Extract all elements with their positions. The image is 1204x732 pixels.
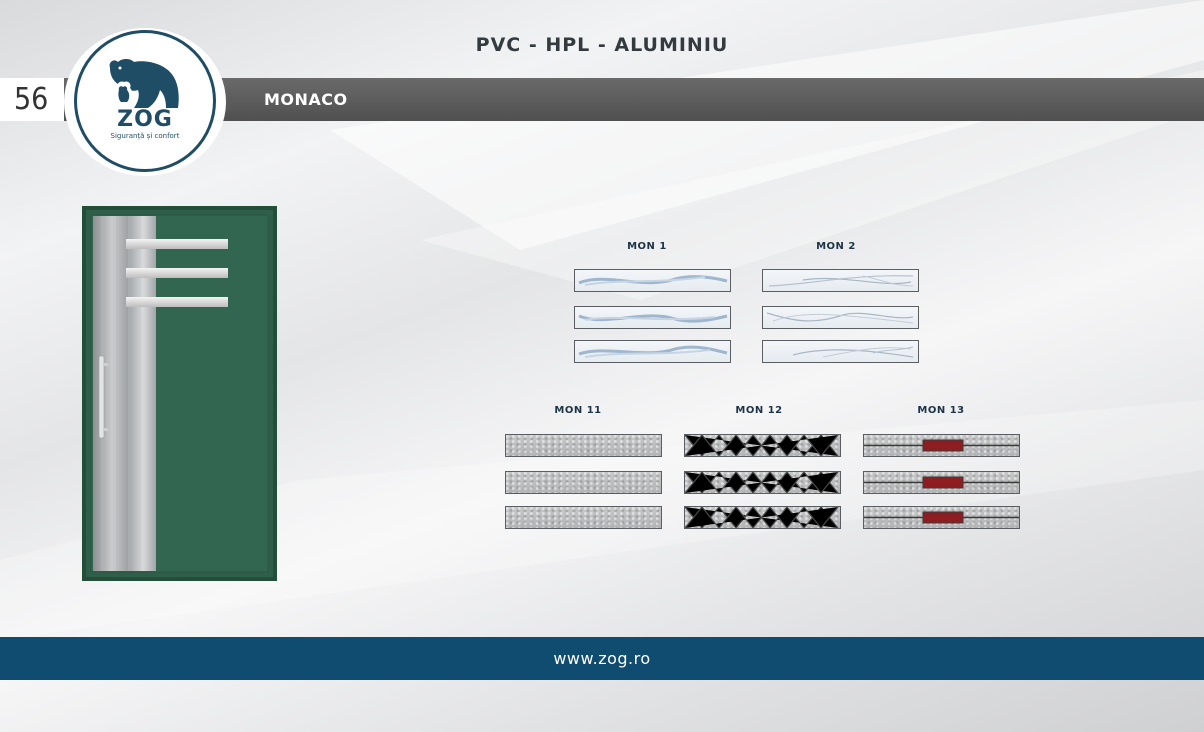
website-link[interactable]: www.zog.ro	[553, 649, 651, 668]
glass-sample-mon-1	[574, 340, 731, 363]
glass-sample-mon-2	[762, 340, 919, 363]
glass-label-mon-13: MON 13	[917, 405, 965, 416]
glass-label-mon-2: MON 2	[816, 241, 856, 252]
glass-sample-mon-11	[505, 506, 662, 529]
glass-sample-mon-2	[762, 269, 919, 292]
product-category: PVC - HPL - ALUMINIU	[475, 34, 729, 56]
glass-label-mon-11: MON 11	[554, 405, 602, 416]
glass-sample-mon-12	[684, 506, 841, 529]
glass-label-mon-12: MON 12	[735, 405, 783, 416]
footer-bar	[0, 637, 1204, 680]
glass-sample-mon-12	[684, 434, 841, 457]
model-title: MONACO	[264, 90, 348, 109]
logo-brand: ZOG	[117, 107, 173, 132]
logo-tagline: Siguranță și confort	[110, 132, 180, 140]
glass-sample-mon-13	[863, 434, 1020, 457]
glass-sample-mon-11	[505, 434, 662, 457]
glass-label-mon-1: MON 1	[627, 241, 667, 252]
door-illustration	[82, 206, 277, 581]
page-number: 56	[0, 78, 64, 121]
glass-sample-mon-13	[863, 471, 1020, 494]
bear-logo-icon	[109, 59, 179, 108]
glass-sample-mon-13	[863, 506, 1020, 529]
glass-sample-mon-11	[505, 471, 662, 494]
glass-sample-mon-12	[684, 471, 841, 494]
glass-sample-mon-1	[574, 269, 731, 292]
glass-sample-mon-2	[762, 306, 919, 329]
glass-sample-mon-1	[574, 306, 731, 329]
